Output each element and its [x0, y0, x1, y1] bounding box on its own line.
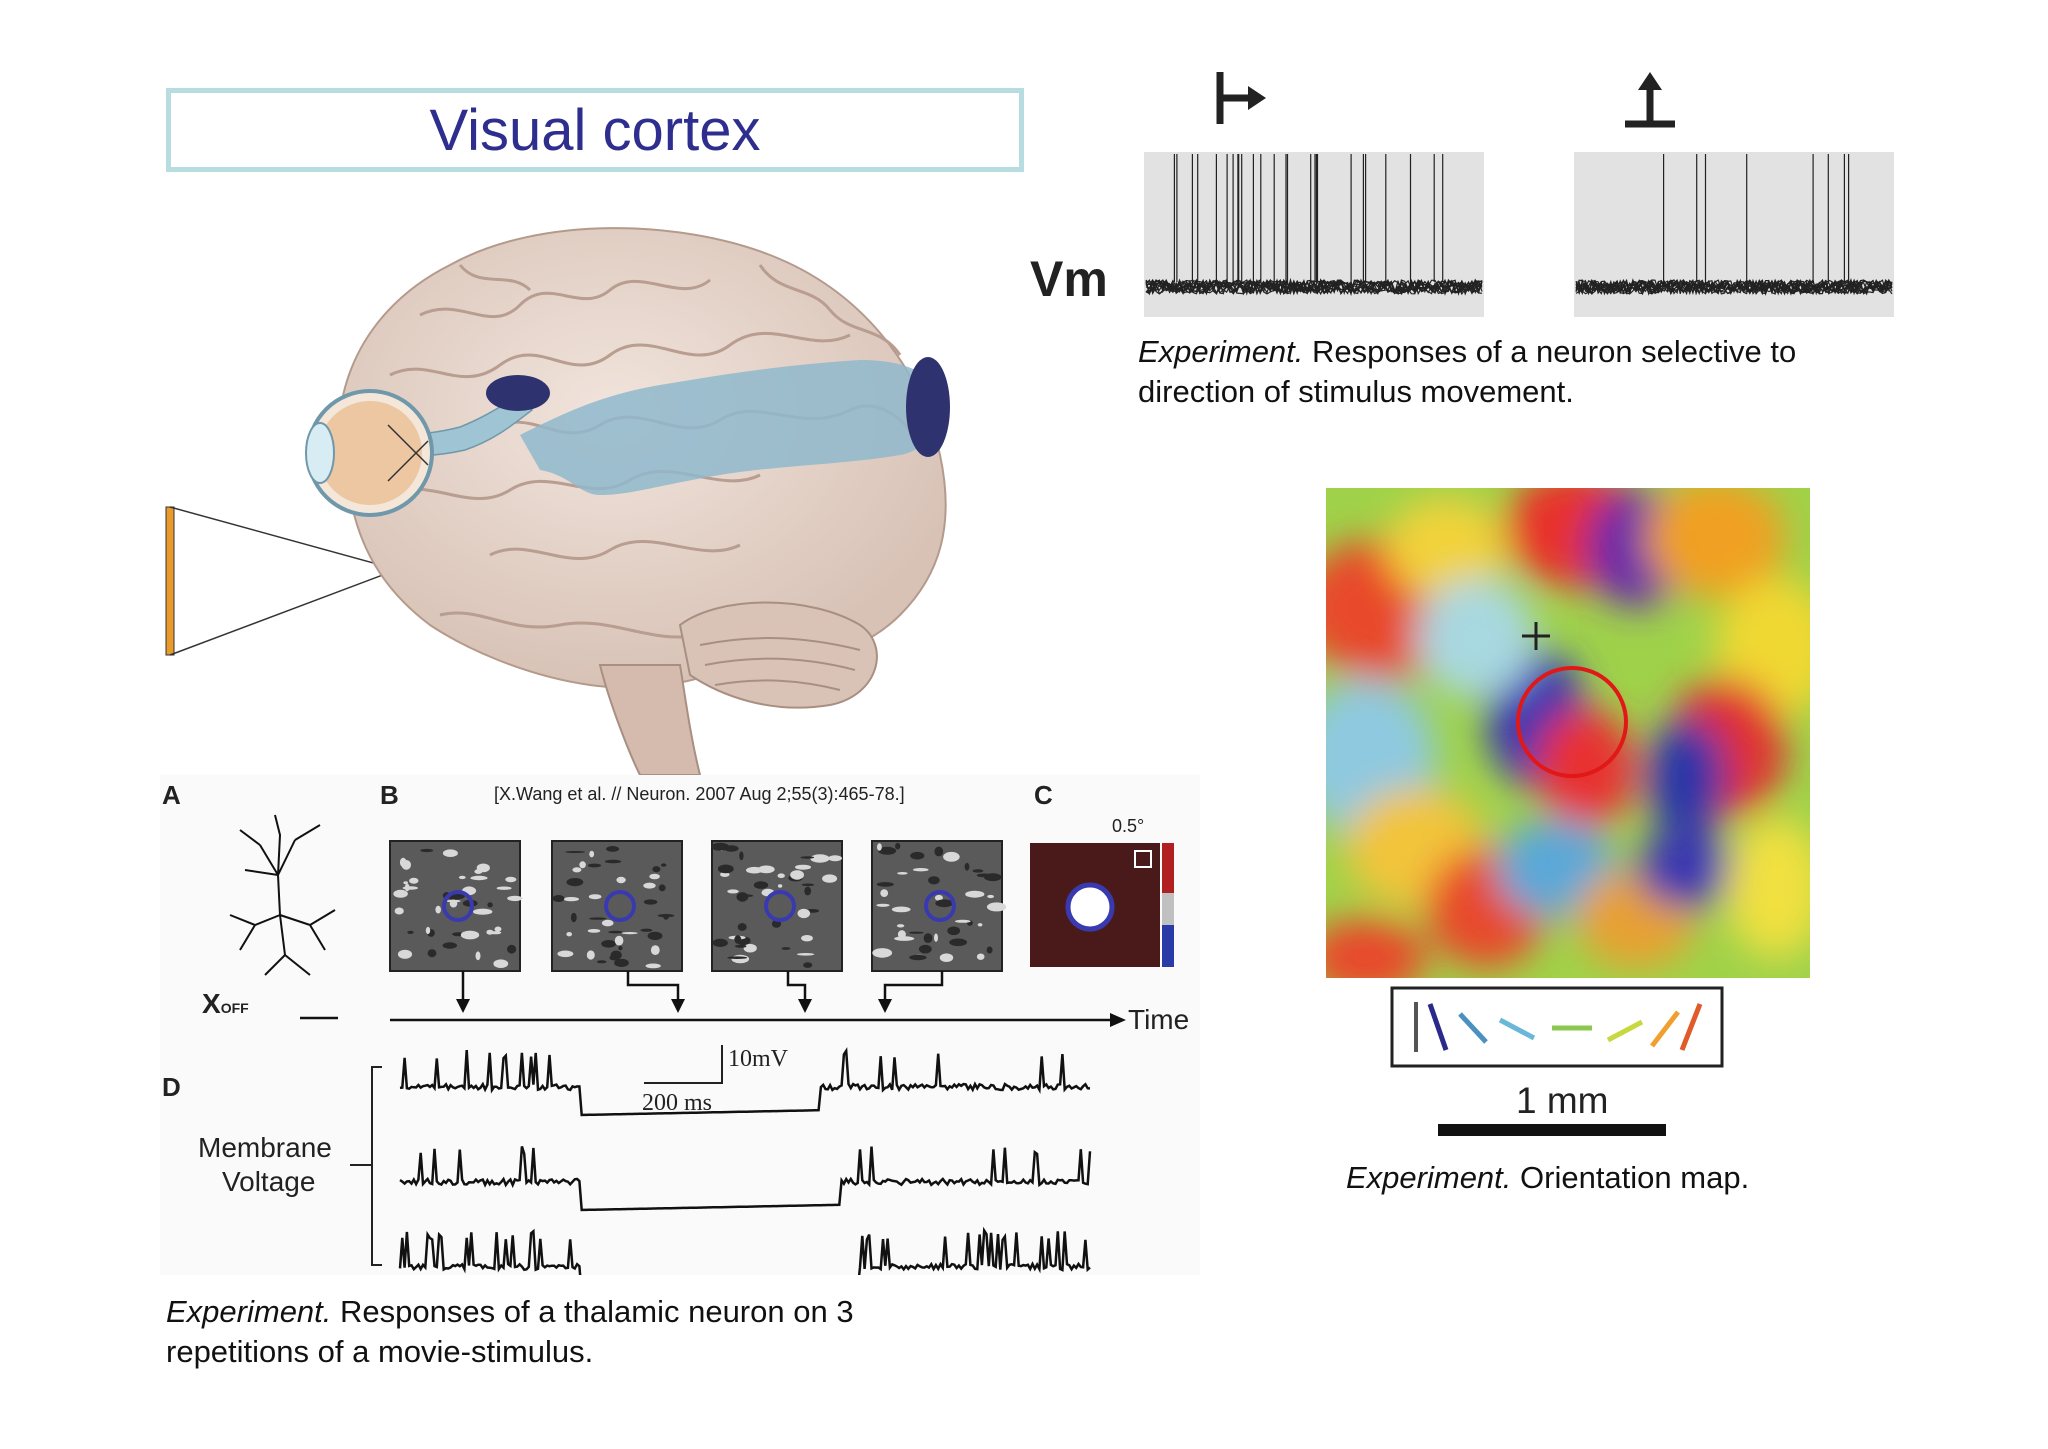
direction-selectivity-figure [1144, 72, 1894, 317]
scale-bar [1438, 1124, 1666, 1136]
thalamic-caption: Experiment. Responses of a thalamic neur… [166, 1292, 986, 1372]
receptive-field-circle [924, 890, 956, 922]
membrane-trace [399, 1047, 1091, 1117]
plus-marker-icon [1522, 622, 1550, 650]
thalamic-graphics [229, 814, 1174, 1275]
membrane-traces [398, 1047, 1092, 1275]
vm-trace [1575, 278, 1893, 295]
slide-title: Visual cortex [429, 97, 761, 163]
caption-text: Responses of a thalamic neuron on 3 repe… [166, 1294, 854, 1369]
voltage-label: Voltage [222, 1166, 316, 1197]
vm-label: Vm [1030, 251, 1108, 307]
orientation-caption: Experiment. Orientation map. [1346, 1158, 1749, 1198]
title-box: Visual cortex [166, 88, 1024, 172]
membrane-trace [398, 1226, 1091, 1275]
brainstem-shape [598, 664, 702, 775]
membrane-label: Membrane [198, 1132, 332, 1163]
primary-visual-cortex [906, 357, 950, 457]
panel-label-d: D [162, 1072, 181, 1102]
neuron-morphology-icon [229, 814, 336, 976]
right-arrow-stimulus-icon [1216, 72, 1266, 124]
trace-bracket [371, 1066, 382, 1266]
vm-trace [1145, 277, 1483, 296]
vm-trace [1145, 278, 1483, 296]
panel-label-a: A [162, 780, 181, 810]
scale-bar-label: 1 mm [1516, 1080, 1609, 1121]
orientation-map [1326, 488, 1810, 978]
brain-illustration [165, 227, 950, 775]
rf-size-label: 0.5° [1112, 816, 1145, 836]
cell-type-sub: OFF [220, 1000, 249, 1016]
optic-radiation [520, 360, 941, 495]
stimulus-bar [165, 506, 175, 656]
scale-voltage-label: 10mV [728, 1046, 788, 1072]
cerebellum-shape [678, 601, 878, 709]
caption-text: Orientation map. [1511, 1160, 1750, 1195]
caption-emphasis: Experiment. [1346, 1160, 1512, 1195]
vm-traces-null [1575, 154, 1893, 296]
orientation-legend [1390, 986, 1724, 1068]
receptive-field-circle [442, 890, 474, 922]
direction-caption: Experiment. Responses of a neuron select… [1138, 332, 1918, 412]
movie-frame [389, 840, 521, 972]
time-axis-label: Time [1128, 1004, 1190, 1035]
receptive-field-circle [764, 890, 796, 922]
movie-frames [389, 840, 1007, 972]
cell-type-label: XOFF [202, 988, 249, 1020]
vm-trace [1575, 279, 1893, 296]
membrane-trace [399, 1146, 1092, 1212]
arrowheads [456, 999, 892, 1013]
vm-traces-preferred [1145, 154, 1483, 297]
cell-type-main: X [202, 988, 221, 1019]
caption-emphasis: Experiment. [166, 1294, 332, 1329]
caption-emphasis: Experiment. [1138, 334, 1304, 369]
caption-text: Responses of a neuron selective to direc… [1138, 334, 1797, 409]
red-circle-marker [1516, 666, 1628, 778]
eye-illustration [305, 389, 434, 517]
movie-frame [871, 840, 1003, 972]
up-arrow-stimulus-icon [1625, 72, 1675, 128]
frame-time-arrows [461, 971, 944, 1003]
panel-label-c: C [1034, 780, 1053, 810]
panel-label-b: B [380, 780, 399, 810]
lgn-nucleus [486, 375, 550, 411]
receptive-field-circle [604, 890, 636, 922]
citation: [X.Wang et al. // Neuron. 2007 Aug 2;55(… [494, 784, 905, 804]
trace-scale-bar [644, 1045, 723, 1084]
